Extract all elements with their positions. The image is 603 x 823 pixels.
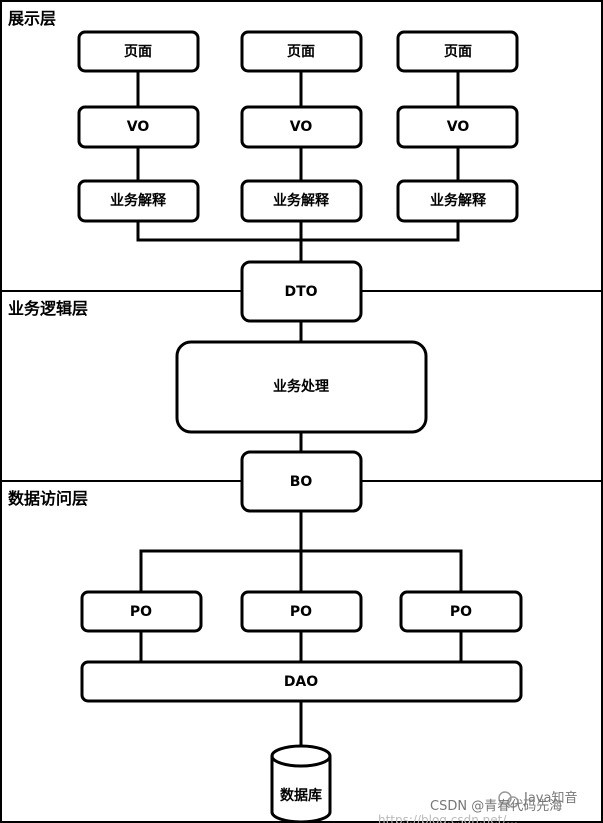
connector-interp-bus bbox=[136, 221, 460, 242]
svg-text:PO: PO bbox=[290, 604, 312, 620]
layer-title-business: 业务逻辑层 bbox=[8, 299, 88, 318]
svg-text:业务解释: 业务解释 bbox=[273, 192, 330, 209]
svg-text:PO: PO bbox=[450, 604, 472, 620]
node-po-3: PO bbox=[399, 590, 523, 633]
svg-text:业务处理: 业务处理 bbox=[273, 378, 329, 395]
svg-text:DAO: DAO bbox=[284, 674, 318, 690]
svg-text:VO: VO bbox=[447, 119, 470, 135]
svg-text:BO: BO bbox=[290, 474, 313, 490]
svg-text:页面: 页面 bbox=[124, 44, 152, 60]
node-vo-1: VO bbox=[77, 105, 200, 149]
node-dao: DAO bbox=[80, 660, 523, 703]
watermark-brand: Java知音 bbox=[523, 790, 577, 806]
node-bo: BO bbox=[240, 450, 363, 513]
node-dto: DTO bbox=[240, 260, 363, 323]
svg-text:VO: VO bbox=[127, 119, 150, 135]
watermark-url: https://blog.csdn.net/... bbox=[378, 813, 518, 823]
node-database: 数据库 bbox=[270, 744, 332, 823]
svg-text:页面: 页面 bbox=[444, 44, 472, 60]
svg-text:业务解释: 业务解释 bbox=[430, 192, 487, 209]
svg-text:数据库: 数据库 bbox=[280, 787, 322, 804]
svg-text:VO: VO bbox=[290, 119, 313, 135]
node-vo-3: VO bbox=[396, 105, 519, 149]
node-page-3: 页面 bbox=[396, 30, 519, 73]
svg-text:DTO: DTO bbox=[284, 284, 317, 300]
node-interp-2: 业务解释 bbox=[240, 179, 363, 223]
svg-text:PO: PO bbox=[130, 604, 152, 620]
node-po-2: PO bbox=[240, 590, 363, 633]
node-page-1: 页面 bbox=[77, 30, 200, 73]
connector-po-bus bbox=[139, 549, 463, 592]
node-interp-1: 业务解释 bbox=[77, 179, 200, 223]
svg-text:页面: 页面 bbox=[287, 44, 315, 60]
layer-title-data-access: 数据访问层 bbox=[8, 489, 88, 508]
watermark-credit: CSDN @青春代码先海 bbox=[430, 799, 562, 814]
node-page-2: 页面 bbox=[240, 30, 363, 73]
layer-title-presentation: 展示层 bbox=[8, 9, 56, 28]
node-business-process: 业务处理 bbox=[175, 340, 428, 434]
node-interp-3: 业务解释 bbox=[396, 179, 519, 223]
svg-text:业务解释: 业务解释 bbox=[110, 192, 167, 209]
watermark-logo-icon bbox=[498, 791, 519, 808]
node-vo-2: VO bbox=[240, 105, 363, 149]
node-po-1: PO bbox=[80, 590, 203, 633]
